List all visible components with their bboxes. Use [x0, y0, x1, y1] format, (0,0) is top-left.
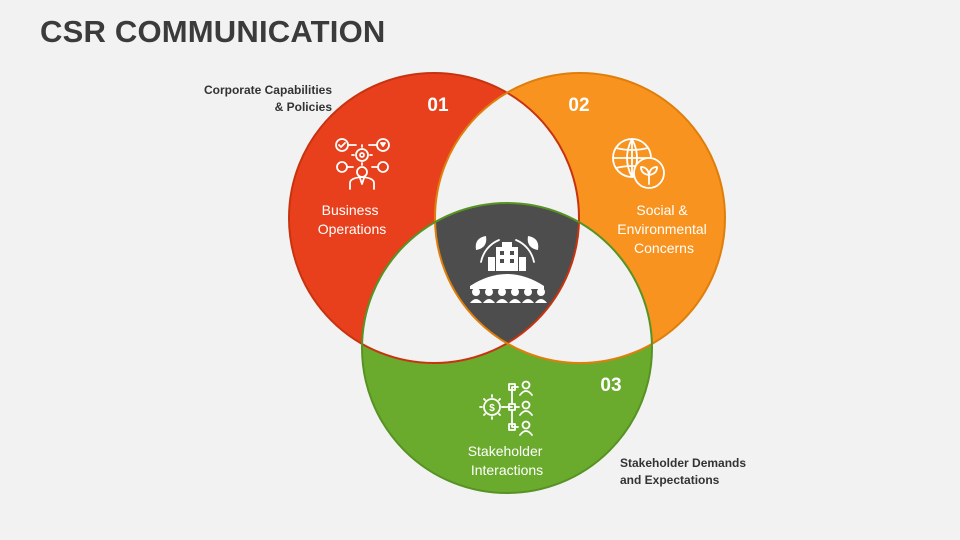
svg-text:$: $	[489, 403, 495, 414]
circle-02-label: Social & Environmental Concerns	[617, 202, 710, 256]
caption-line: Stakeholder Demands	[620, 456, 747, 470]
circle-03-label: Stakeholder Interactions	[468, 443, 547, 478]
caption-line: & Policies	[274, 100, 332, 114]
circle-01-number: 01	[427, 95, 449, 116]
circle-01-label: Business Operations	[318, 202, 386, 237]
csr-community-icon	[470, 236, 547, 303]
page-title: CSR COMMUNICATION	[40, 14, 386, 49]
caption-line: Corporate Capabilities	[203, 83, 332, 97]
caption-line: and Expectations	[620, 473, 720, 487]
caption-stakeholder-demands: Stakeholder Demands and Expectations	[620, 455, 800, 489]
caption-corporate-capabilities: Corporate Capabilities & Policies	[160, 82, 332, 116]
circle-03-number: 03	[600, 375, 621, 396]
circle-02-number: 02	[568, 95, 589, 116]
globe-leaf-icon	[612, 138, 665, 189]
business-operations-icon	[335, 138, 390, 190]
stakeholder-network-icon: $	[479, 380, 533, 436]
